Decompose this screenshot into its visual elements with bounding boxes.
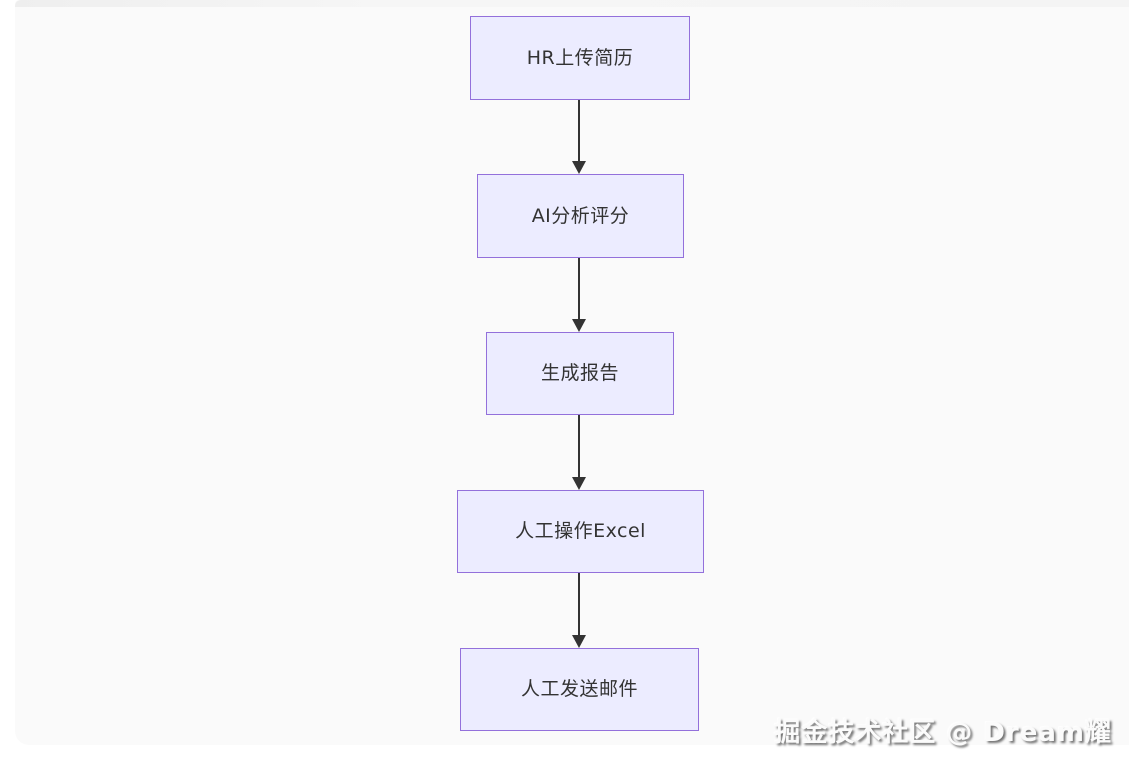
flow-node-report: 生成报告 <box>486 332 674 415</box>
flow-node-email: 人工发送邮件 <box>460 648 699 731</box>
flow-arrow-2-line <box>578 258 580 319</box>
panel-top-edge <box>15 0 1129 7</box>
flow-arrow-1-line <box>578 100 580 161</box>
flow-arrow-2-head <box>572 319 586 332</box>
flow-node-excel: 人工操作Excel <box>457 490 704 573</box>
watermark: 掘金技术社区 @ Dream耀 <box>774 718 1112 748</box>
flow-arrow-3-head <box>572 477 586 490</box>
flow-arrow-4-line <box>578 573 580 635</box>
flow-arrow-4-head <box>572 635 586 648</box>
flow-node-ai-score: AI分析评分 <box>477 174 684 258</box>
flow-arrow-3-line <box>578 415 580 477</box>
flow-arrow-1-head <box>572 161 586 174</box>
flow-node-hr-upload: HR上传简历 <box>470 16 690 100</box>
